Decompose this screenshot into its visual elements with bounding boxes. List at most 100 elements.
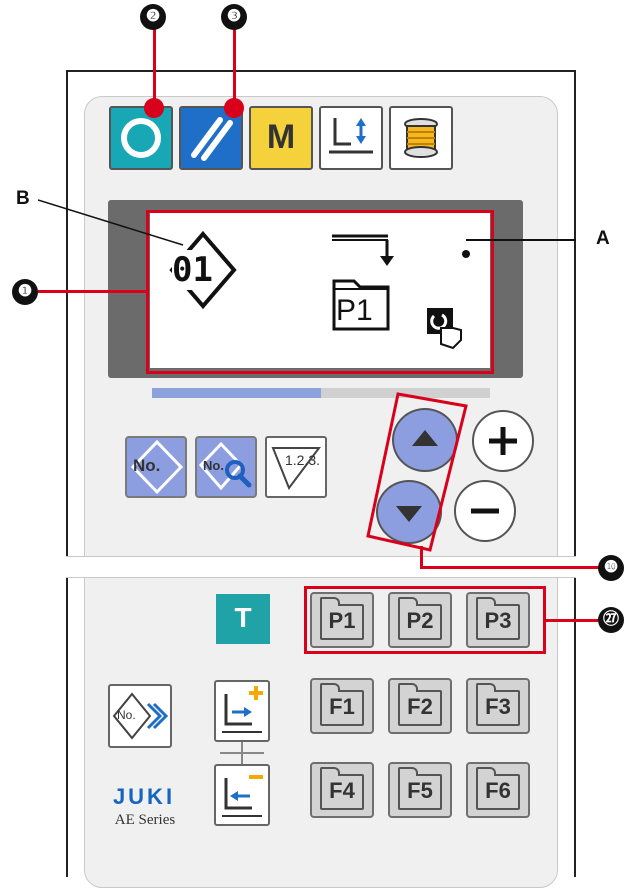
- plus-key[interactable]: [472, 410, 534, 472]
- reset-icon: [191, 117, 233, 161]
- lcd-display: 01 P1: [150, 212, 490, 368]
- winder-key[interactable]: [389, 106, 453, 170]
- function-key-f2[interactable]: F2: [388, 678, 452, 734]
- lcd-indicator-dot: [462, 250, 470, 258]
- pattern-key-label: P2: [406, 608, 434, 633]
- up-arrow-icon: [412, 430, 438, 446]
- menu-key-label: M: [266, 118, 296, 156]
- pattern-key-p2[interactable]: P2: [388, 592, 452, 648]
- folder-tab-icon: [398, 767, 418, 776]
- counter-key-label: 1.2.3.: [285, 452, 321, 468]
- presser-foot-key[interactable]: [319, 106, 383, 170]
- callout-b-leader: [38, 199, 184, 246]
- presser-foot-icon: [329, 118, 373, 154]
- callout-27-frame: [304, 586, 546, 654]
- intermediate-presser-down-icon: [222, 775, 263, 817]
- intermediate-presser-up-key[interactable]: [214, 680, 270, 742]
- function-key-label: F2: [407, 694, 433, 719]
- folder-tab-icon: [476, 683, 496, 692]
- plus-icon: [489, 427, 517, 455]
- callout-3-badge: ❸: [221, 4, 247, 30]
- menu-key[interactable]: M: [249, 106, 313, 170]
- pattern-register-key[interactable]: No.: [108, 684, 172, 748]
- function-key-frame: [398, 774, 442, 810]
- pattern-search-key[interactable]: No.: [195, 436, 257, 498]
- test-key[interactable]: T: [216, 594, 270, 644]
- function-key-f1[interactable]: F1: [310, 678, 374, 734]
- function-key-f5[interactable]: F5: [388, 762, 452, 818]
- callout-10-line-h: [420, 566, 600, 569]
- callout-2-badge: ❷: [140, 4, 166, 30]
- lcd-callout-frame: [146, 210, 494, 374]
- pattern-register-icon: [112, 692, 169, 740]
- ready-key[interactable]: [109, 106, 173, 170]
- counter-key[interactable]: 1.2.3.: [265, 436, 327, 498]
- pattern-key-p3[interactable]: P3: [466, 592, 530, 648]
- callout-2-line: [153, 28, 156, 104]
- pattern-key-p1[interactable]: P1: [310, 592, 374, 648]
- pattern-key-frame: [476, 604, 520, 640]
- pattern-key-frame: [320, 604, 364, 640]
- ready-icon: [121, 118, 161, 158]
- intermediate-presser-down-key[interactable]: [214, 764, 270, 826]
- function-key-frame: [476, 774, 520, 810]
- folder-tab-icon: [398, 597, 418, 606]
- pattern-key-frame: [398, 604, 442, 640]
- folder-tab-icon: [320, 597, 340, 606]
- folder-tab-icon: [398, 683, 418, 692]
- function-key-frame: [320, 774, 364, 810]
- callout-1-badge: ❶: [12, 279, 38, 305]
- function-key-label: F5: [407, 778, 433, 803]
- pattern-no-key[interactable]: No.: [125, 436, 187, 498]
- function-key-label: F6: [485, 778, 511, 803]
- folder-tab-icon: [320, 683, 340, 692]
- folder-tab-icon: [476, 597, 496, 606]
- callout-3-line: [233, 28, 236, 104]
- callout-10-line: [420, 546, 423, 568]
- function-key-frame: [398, 690, 442, 726]
- lcd-pattern-key-label: P1: [336, 294, 373, 327]
- function-key-label: F1: [329, 694, 355, 719]
- pattern-search-diamond-icon: [198, 441, 252, 491]
- function-key-f4[interactable]: F4: [310, 762, 374, 818]
- test-key-label: T: [234, 602, 252, 633]
- callout-a-line: [466, 239, 576, 241]
- folder-tab-icon: [320, 767, 340, 776]
- callout-27-badge: ㉗: [598, 607, 624, 633]
- minus-key[interactable]: [454, 480, 516, 542]
- callout-1-line: [38, 290, 146, 293]
- pattern-no-key-label: No.: [133, 456, 161, 475]
- lcd-status-bar: [152, 388, 490, 398]
- callout-3-marker: [224, 98, 244, 118]
- down-arrow-icon: [396, 506, 422, 522]
- bobbin-winder-icon: [404, 118, 438, 158]
- callout-2-marker: [144, 98, 164, 118]
- lcd-status-bar-fill: [152, 388, 321, 398]
- data-change-up-key[interactable]: [392, 408, 458, 472]
- minus-icon: [471, 508, 499, 514]
- callout-b-label: B: [16, 188, 30, 209]
- pattern-key-label: P3: [484, 608, 512, 633]
- folder-tab-icon: [476, 767, 496, 776]
- counter-triangle-icon: [271, 447, 321, 491]
- callout-27-line: [546, 619, 598, 622]
- pattern-search-key-label: No.: [203, 458, 224, 473]
- pattern-key-label: P1: [328, 608, 356, 633]
- callout-a-label: A: [596, 228, 610, 249]
- callout-10-frame: [366, 392, 468, 552]
- function-key-frame: [476, 690, 520, 726]
- juki-logo: JUKI: [100, 784, 188, 809]
- function-key-label: F3: [485, 694, 511, 719]
- data-change-down-key[interactable]: [376, 480, 442, 544]
- touch-hand-icon: [427, 308, 462, 350]
- panel-divider: [66, 556, 576, 578]
- pattern-no-diamond-icon: [130, 439, 184, 495]
- callout-10-badge: ❿: [598, 555, 624, 581]
- pattern-folder-icon: [332, 279, 390, 331]
- function-key-f6[interactable]: F6: [466, 762, 530, 818]
- intermediate-presser-up-icon: [222, 686, 263, 733]
- series-label: AE Series: [114, 812, 176, 828]
- function-key-f3[interactable]: F3: [466, 678, 530, 734]
- function-key-frame: [320, 690, 364, 726]
- function-key-label: F4: [329, 778, 355, 803]
